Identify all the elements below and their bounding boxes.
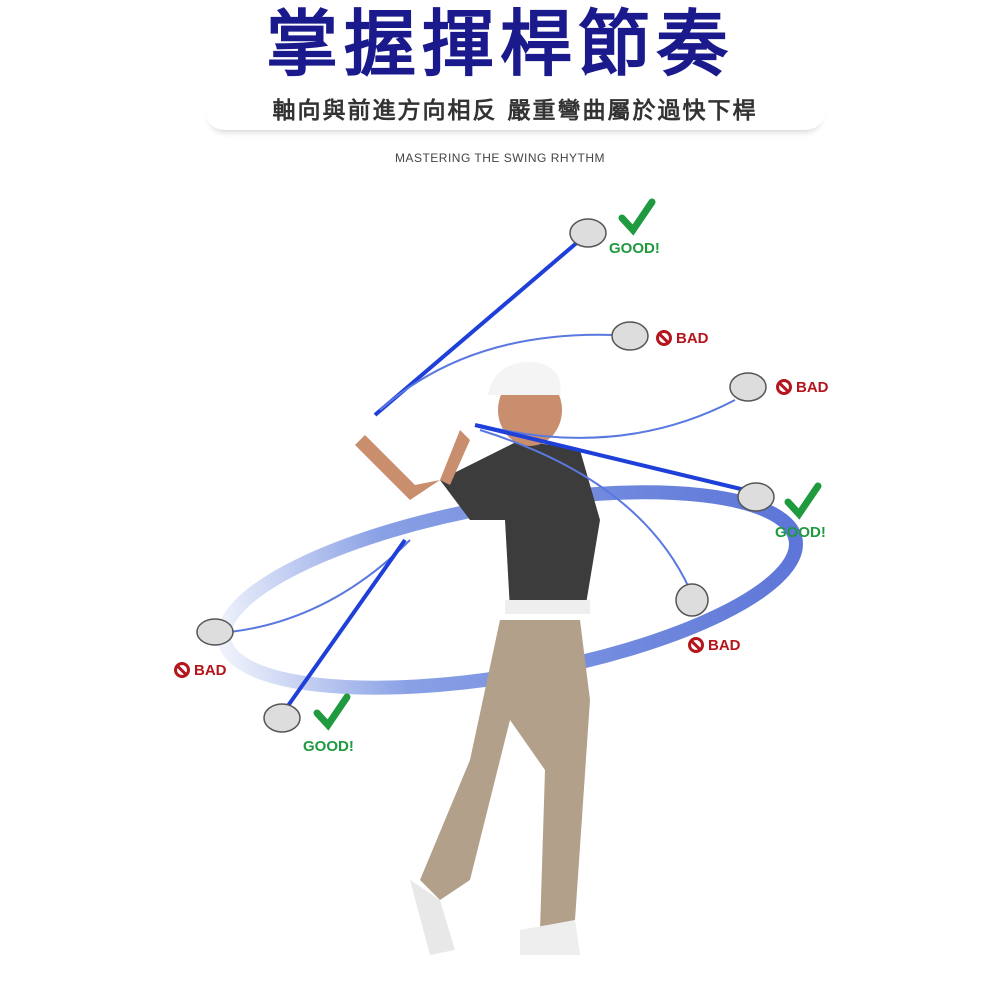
club-head (569, 218, 607, 248)
shaft-bad-2 (479, 399, 736, 439)
good-label: GOOD! (303, 738, 354, 755)
shaft-bad-1 (379, 333, 616, 411)
ban-icon (174, 662, 190, 678)
ban-icon (776, 379, 792, 395)
page-title: 掌握揮桿節奏 (265, 1, 734, 86)
club-head (675, 583, 709, 617)
shaft-good-right (474, 423, 746, 492)
club-head (729, 372, 767, 402)
shaft-bad-3 (479, 429, 691, 591)
check-icon (784, 482, 822, 520)
bad-label: BAD (776, 379, 829, 397)
check-icon (618, 198, 656, 236)
good-label: GOOD! (775, 524, 826, 541)
bad-label: BAD (174, 662, 227, 680)
club-head (737, 482, 775, 512)
shaft-good-left (283, 538, 407, 712)
bad-label: BAD (656, 330, 709, 348)
english-subtitle: MASTERING THE SWING RHYTHM (394, 151, 606, 165)
club-head (611, 321, 649, 351)
bad-label: BAD (688, 637, 741, 655)
good-label: GOOD! (609, 240, 660, 257)
golfer-figure (355, 361, 600, 955)
ban-icon (656, 330, 672, 346)
club-head (263, 703, 301, 733)
check-icon (313, 693, 351, 731)
shaft-good-top (373, 238, 582, 417)
club-head (196, 618, 234, 646)
subtitle-banner: 軸向與前進方向相反 嚴重彎曲屬於過快下桿 (205, 92, 825, 130)
ban-icon (688, 637, 704, 653)
